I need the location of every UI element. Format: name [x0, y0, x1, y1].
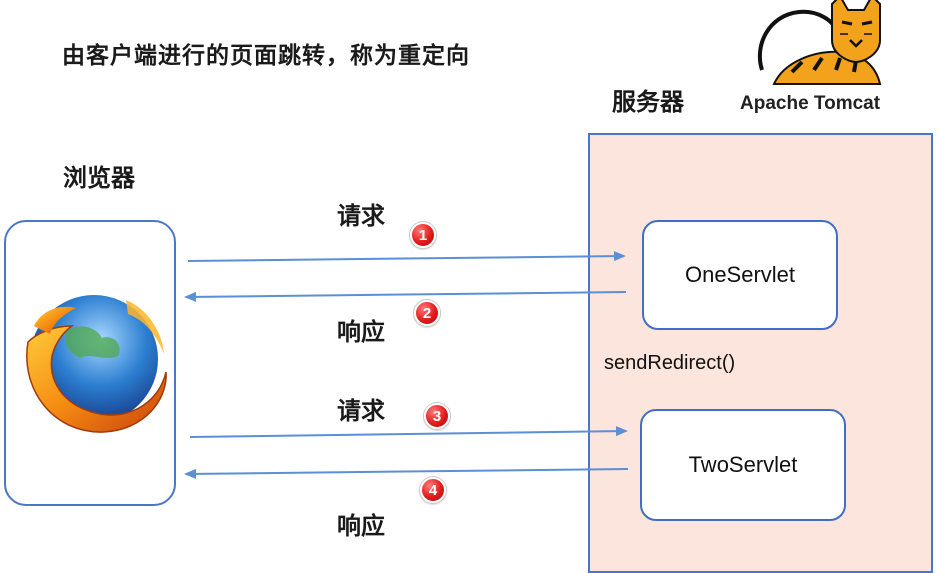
step-badge-3: 3 [424, 403, 450, 429]
response-label-2: 响应 [337, 512, 385, 540]
arrows-layer [184, 251, 629, 479]
step-badge-2: 2 [414, 300, 440, 326]
browser-label: 浏览器 [63, 164, 135, 192]
browser-container [4, 220, 176, 506]
step-badge-4: 4 [420, 477, 446, 503]
step-badge-1: 1 [410, 222, 436, 248]
send-redirect-label: sendRedirect() [604, 352, 736, 374]
tomcat-caption: Apache Tomcat [740, 93, 881, 114]
response-arrow-2 [184, 468, 629, 479]
request-arrow-1 [187, 251, 626, 262]
request-label-2: 请求 [337, 397, 385, 425]
response-label-1: 响应 [337, 318, 385, 346]
firefox-icon [26, 295, 167, 433]
server-label: 服务器 [612, 88, 684, 116]
diagram-title: 由客户端进行的页面跳转，称为重定向 [62, 43, 470, 69]
response-arrow-1 [184, 291, 627, 302]
request-label-1: 请求 [337, 202, 385, 230]
request-arrow-2 [189, 426, 628, 438]
tomcat-logo-icon [757, 0, 882, 85]
two-servlet-box: TwoServlet [640, 409, 846, 521]
one-servlet-box: OneServlet [642, 220, 838, 330]
